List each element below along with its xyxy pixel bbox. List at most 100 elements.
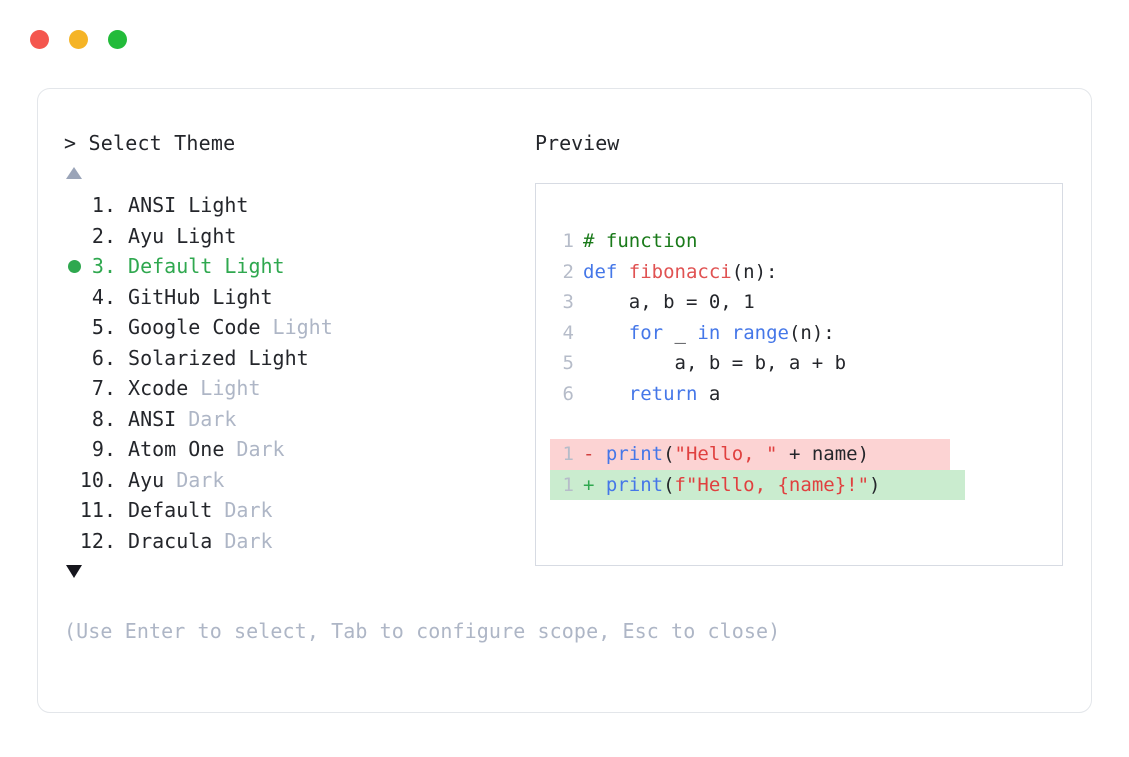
code-line: 2 def fibonacci(n):: [554, 257, 1056, 288]
preview-box: 1 # function 2 def fibonacci(n): 3 a, b = 0,…: [535, 183, 1063, 566]
theme-list-item[interactable]: 6. Solarized Light: [64, 343, 534, 374]
code-preview: 1 # function 2 def fibonacci(n): 3 a, b = 0,…: [550, 226, 1056, 500]
prompt-label: > Select Theme: [64, 131, 236, 155]
maximize-button[interactable]: [108, 30, 127, 49]
theme-item-name: ANSI: [116, 193, 189, 218]
triangle-up-icon[interactable]: [66, 167, 82, 179]
code-token: ): [869, 473, 881, 496]
code-token: [720, 322, 731, 344]
theme-item-index: 11.: [79, 498, 116, 523]
theme-item-name: Xcode: [116, 376, 201, 401]
theme-list-item[interactable]: 7. Xcode Light: [64, 373, 534, 404]
code-token: # function: [583, 230, 698, 252]
close-button[interactable]: [30, 30, 49, 49]
theme-list-item[interactable]: 9. Atom One Dark: [64, 434, 534, 465]
code-token: _: [663, 321, 698, 344]
code-token: ,: [720, 291, 744, 313]
code-token: fibonacci: [628, 260, 732, 283]
code-token: return: [628, 382, 698, 405]
theme-item-variant: Light: [248, 345, 309, 370]
theme-item-variant: Light: [176, 223, 237, 248]
theme-item-name: ANSI: [116, 406, 189, 431]
line-number: 1: [562, 230, 574, 252]
theme-item-name: Ayu: [116, 223, 177, 248]
diff-line-number: 1: [562, 443, 574, 465]
theme-item-index: 7.: [79, 376, 116, 401]
code-token: (: [663, 473, 675, 496]
theme-item-variant: Dark: [224, 528, 273, 553]
theme-item-variant: Light: [188, 193, 249, 218]
code-token: in: [697, 321, 721, 344]
code-token: [583, 383, 629, 405]
theme-item-variant: Dark: [236, 437, 285, 462]
theme-list-item[interactable]: 5. Google Code Light: [64, 312, 534, 343]
code-line: 6 return a: [554, 379, 1056, 410]
theme-list[interactable]: 1. ANSI Light 2. Ayu Light 3. Default Li…: [64, 190, 534, 556]
code-token: 0: [708, 291, 721, 313]
preview-pane: Preview 1 # function 2 def fibonacci(n): 3 a…: [535, 131, 1065, 566]
theme-item-name: GitHub: [116, 284, 213, 309]
theme-list-item[interactable]: 1. ANSI Light: [64, 190, 534, 221]
theme-item-index: 9.: [79, 437, 116, 462]
theme-item-variant: Dark: [224, 498, 273, 523]
theme-item-index: 5.: [79, 315, 116, 340]
code-token: print: [605, 443, 664, 465]
preview-label: Preview: [535, 131, 620, 155]
panes: > Select Theme 1. ANSI Light 2. Ayu Ligh…: [38, 89, 1091, 712]
line-number: 6: [562, 382, 574, 405]
theme-item-variant: Light: [272, 315, 333, 340]
code-line: 3 a, b = 0, 1: [554, 287, 1056, 318]
code-token: 1: [743, 291, 755, 313]
theme-item-index: 8.: [79, 406, 116, 431]
line-number: 2: [562, 260, 574, 283]
theme-item-variant: Light: [200, 376, 261, 401]
code-token: def: [583, 260, 629, 283]
minimize-button[interactable]: [69, 30, 88, 49]
diff-line-number: 1: [562, 473, 574, 496]
theme-select-pane: > Select Theme 1. ANSI Light 2. Ayu Ligh…: [64, 131, 534, 578]
code-token: "Hello, ": [674, 443, 778, 465]
theme-item-name: Atom One: [116, 437, 237, 462]
triangle-down-icon[interactable]: [66, 565, 82, 578]
theme-item-variant: Dark: [188, 406, 237, 431]
code-token: a, b =: [583, 291, 709, 313]
selection-bullet-icon: [68, 259, 81, 273]
diff-marker: +: [583, 473, 606, 496]
code-token: (: [663, 443, 675, 465]
theme-item-index: 4.: [79, 284, 116, 309]
line-number: 4: [562, 321, 574, 344]
theme-list-item[interactable]: 3. Default Light: [64, 251, 534, 282]
theme-item-index: 2.: [79, 223, 116, 248]
theme-item-name: Default: [116, 498, 225, 523]
window-titlebar: [30, 30, 127, 49]
theme-item-index: 10.: [79, 467, 116, 492]
theme-list-item[interactable]: 2. Ayu Light: [64, 221, 534, 252]
theme-item-name: Solarized: [116, 345, 249, 370]
theme-list-item[interactable]: 8. ANSI Dark: [64, 404, 534, 435]
diff-block: 1- print("Hello, " + name)1+ print(f"Hel…: [550, 439, 1056, 500]
theme-item-index: 12.: [79, 528, 116, 553]
diff-content: 1- print("Hello, " + name): [554, 443, 869, 465]
theme-item-variant: Dark: [176, 467, 225, 492]
diff-highlight: [550, 439, 950, 470]
theme-list-item[interactable]: 4. GitHub Light: [64, 282, 534, 313]
line-number: 3: [562, 291, 574, 313]
code-token: [583, 322, 629, 344]
code-token: for: [628, 321, 664, 344]
code-token: + name): [777, 443, 870, 465]
theme-list-item[interactable]: 10. Ayu Dark: [64, 465, 534, 496]
theme-picker-card: > Select Theme 1. ANSI Light 2. Ayu Ligh…: [37, 88, 1092, 713]
code-token: a: [697, 382, 721, 405]
diff-line-add: 1+ print(f"Hello, {name}!"): [550, 469, 1056, 500]
diff-content: 1+ print(f"Hello, {name}!"): [554, 473, 881, 496]
theme-list-item[interactable]: 12. Dracula Dark: [64, 526, 534, 557]
theme-item-name: Default: [116, 254, 225, 279]
diff-highlight: [550, 469, 965, 500]
line-number: 5: [562, 352, 574, 374]
theme-item-name: Google Code: [116, 315, 273, 340]
code-token: (n):: [731, 260, 778, 283]
theme-item-variant: Light: [212, 284, 273, 309]
theme-item-variant: Light: [224, 254, 285, 279]
theme-list-item[interactable]: 11. Default Dark: [64, 495, 534, 526]
